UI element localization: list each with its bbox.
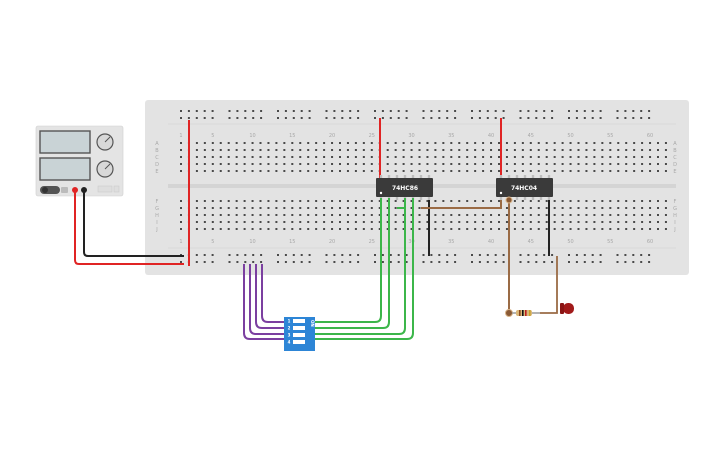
row-letter: G bbox=[155, 206, 159, 212]
column-number: 15 bbox=[289, 133, 295, 139]
row-letter: G bbox=[673, 206, 677, 212]
column-number: 5 bbox=[211, 133, 214, 139]
wire-purple-2[interactable] bbox=[255, 264, 286, 329]
dip-lever[interactable] bbox=[293, 319, 305, 323]
column-number: 35 bbox=[448, 133, 454, 139]
psu-current-display bbox=[39, 157, 91, 181]
column-number: 40 bbox=[488, 133, 494, 139]
column-number: 50 bbox=[567, 239, 573, 245]
row-letter: D bbox=[155, 162, 159, 168]
wire-brown-chip-link[interactable] bbox=[421, 200, 502, 209]
row-letter: E bbox=[155, 169, 158, 175]
row-letter: F bbox=[674, 199, 677, 205]
wire-purple-4[interactable] bbox=[243, 264, 286, 340]
row-letter: C bbox=[673, 155, 677, 161]
column-number: 5 bbox=[211, 239, 214, 245]
wire-green-3[interactable] bbox=[312, 198, 406, 335]
column-number: 45 bbox=[528, 133, 534, 139]
wire-purple-1[interactable] bbox=[261, 264, 286, 323]
column-number: 45 bbox=[528, 239, 534, 245]
power-supply[interactable] bbox=[35, 125, 124, 197]
column-number: 10 bbox=[249, 239, 255, 245]
row-letter: J bbox=[155, 227, 157, 233]
row-letter: C bbox=[155, 155, 159, 161]
row-letter: H bbox=[673, 213, 677, 219]
column-number: 35 bbox=[448, 239, 454, 245]
column-number: 60 bbox=[647, 133, 653, 139]
row-letter: A bbox=[673, 141, 677, 147]
dip-lever[interactable] bbox=[293, 340, 305, 344]
wire-black-psu[interactable] bbox=[83, 190, 184, 257]
column-number: 25 bbox=[369, 239, 375, 245]
column-number: 15 bbox=[289, 239, 295, 245]
column-number: 50 bbox=[567, 133, 573, 139]
dip-lever[interactable] bbox=[293, 333, 305, 337]
wire-green-1[interactable] bbox=[312, 198, 382, 323]
dip-switch-number: 2 bbox=[288, 326, 291, 331]
row-letter: A bbox=[155, 141, 159, 147]
resistor[interactable] bbox=[516, 310, 532, 316]
wire-led-lead[interactable] bbox=[540, 256, 558, 314]
dip-switch[interactable]: 1 2 3 4 ON bbox=[284, 317, 315, 351]
row-letter: H bbox=[155, 213, 159, 219]
chip-74hc86[interactable]: 74HC86 bbox=[376, 178, 433, 197]
psu-voltage-display bbox=[39, 130, 91, 154]
led-red[interactable] bbox=[560, 303, 574, 314]
wire-green-4[interactable] bbox=[312, 198, 414, 340]
row-letter: E bbox=[673, 169, 676, 175]
row-letter: F bbox=[156, 199, 159, 205]
chip-74hc04[interactable]: 74HC04 bbox=[496, 178, 553, 197]
wire-purple-3[interactable] bbox=[249, 264, 286, 335]
row-letter: J bbox=[673, 227, 675, 233]
row-letter: B bbox=[673, 148, 677, 154]
column-number: 25 bbox=[369, 133, 375, 139]
column-number: 20 bbox=[329, 239, 335, 245]
column-number: 1 bbox=[179, 239, 182, 245]
row-letter: B bbox=[155, 148, 159, 154]
column-number: 55 bbox=[607, 239, 613, 245]
column-number: 1 bbox=[179, 133, 182, 139]
column-number: 30 bbox=[408, 133, 414, 139]
column-number: 30 bbox=[408, 239, 414, 245]
chip-label: 74HC86 bbox=[392, 185, 418, 192]
junction-node bbox=[505, 309, 513, 317]
chip-label: 74HC04 bbox=[511, 185, 537, 192]
junction-node bbox=[505, 196, 513, 204]
column-number: 20 bbox=[329, 133, 335, 139]
row-letter: D bbox=[673, 162, 677, 168]
dip-switch-number: 3 bbox=[288, 333, 291, 338]
row-letter: I bbox=[156, 220, 157, 226]
row-letter: I bbox=[674, 220, 675, 226]
column-number: 40 bbox=[488, 239, 494, 245]
wire-green-2[interactable] bbox=[312, 198, 390, 329]
wire-red-psu[interactable] bbox=[74, 190, 184, 265]
column-number: 55 bbox=[607, 133, 613, 139]
dip-switch-number: 4 bbox=[288, 340, 291, 345]
column-number: 10 bbox=[249, 133, 255, 139]
column-number: 60 bbox=[647, 239, 653, 245]
dip-switch-number: 1 bbox=[288, 319, 291, 324]
dip-on-label: ON bbox=[310, 320, 315, 327]
dip-lever[interactable] bbox=[293, 326, 305, 330]
